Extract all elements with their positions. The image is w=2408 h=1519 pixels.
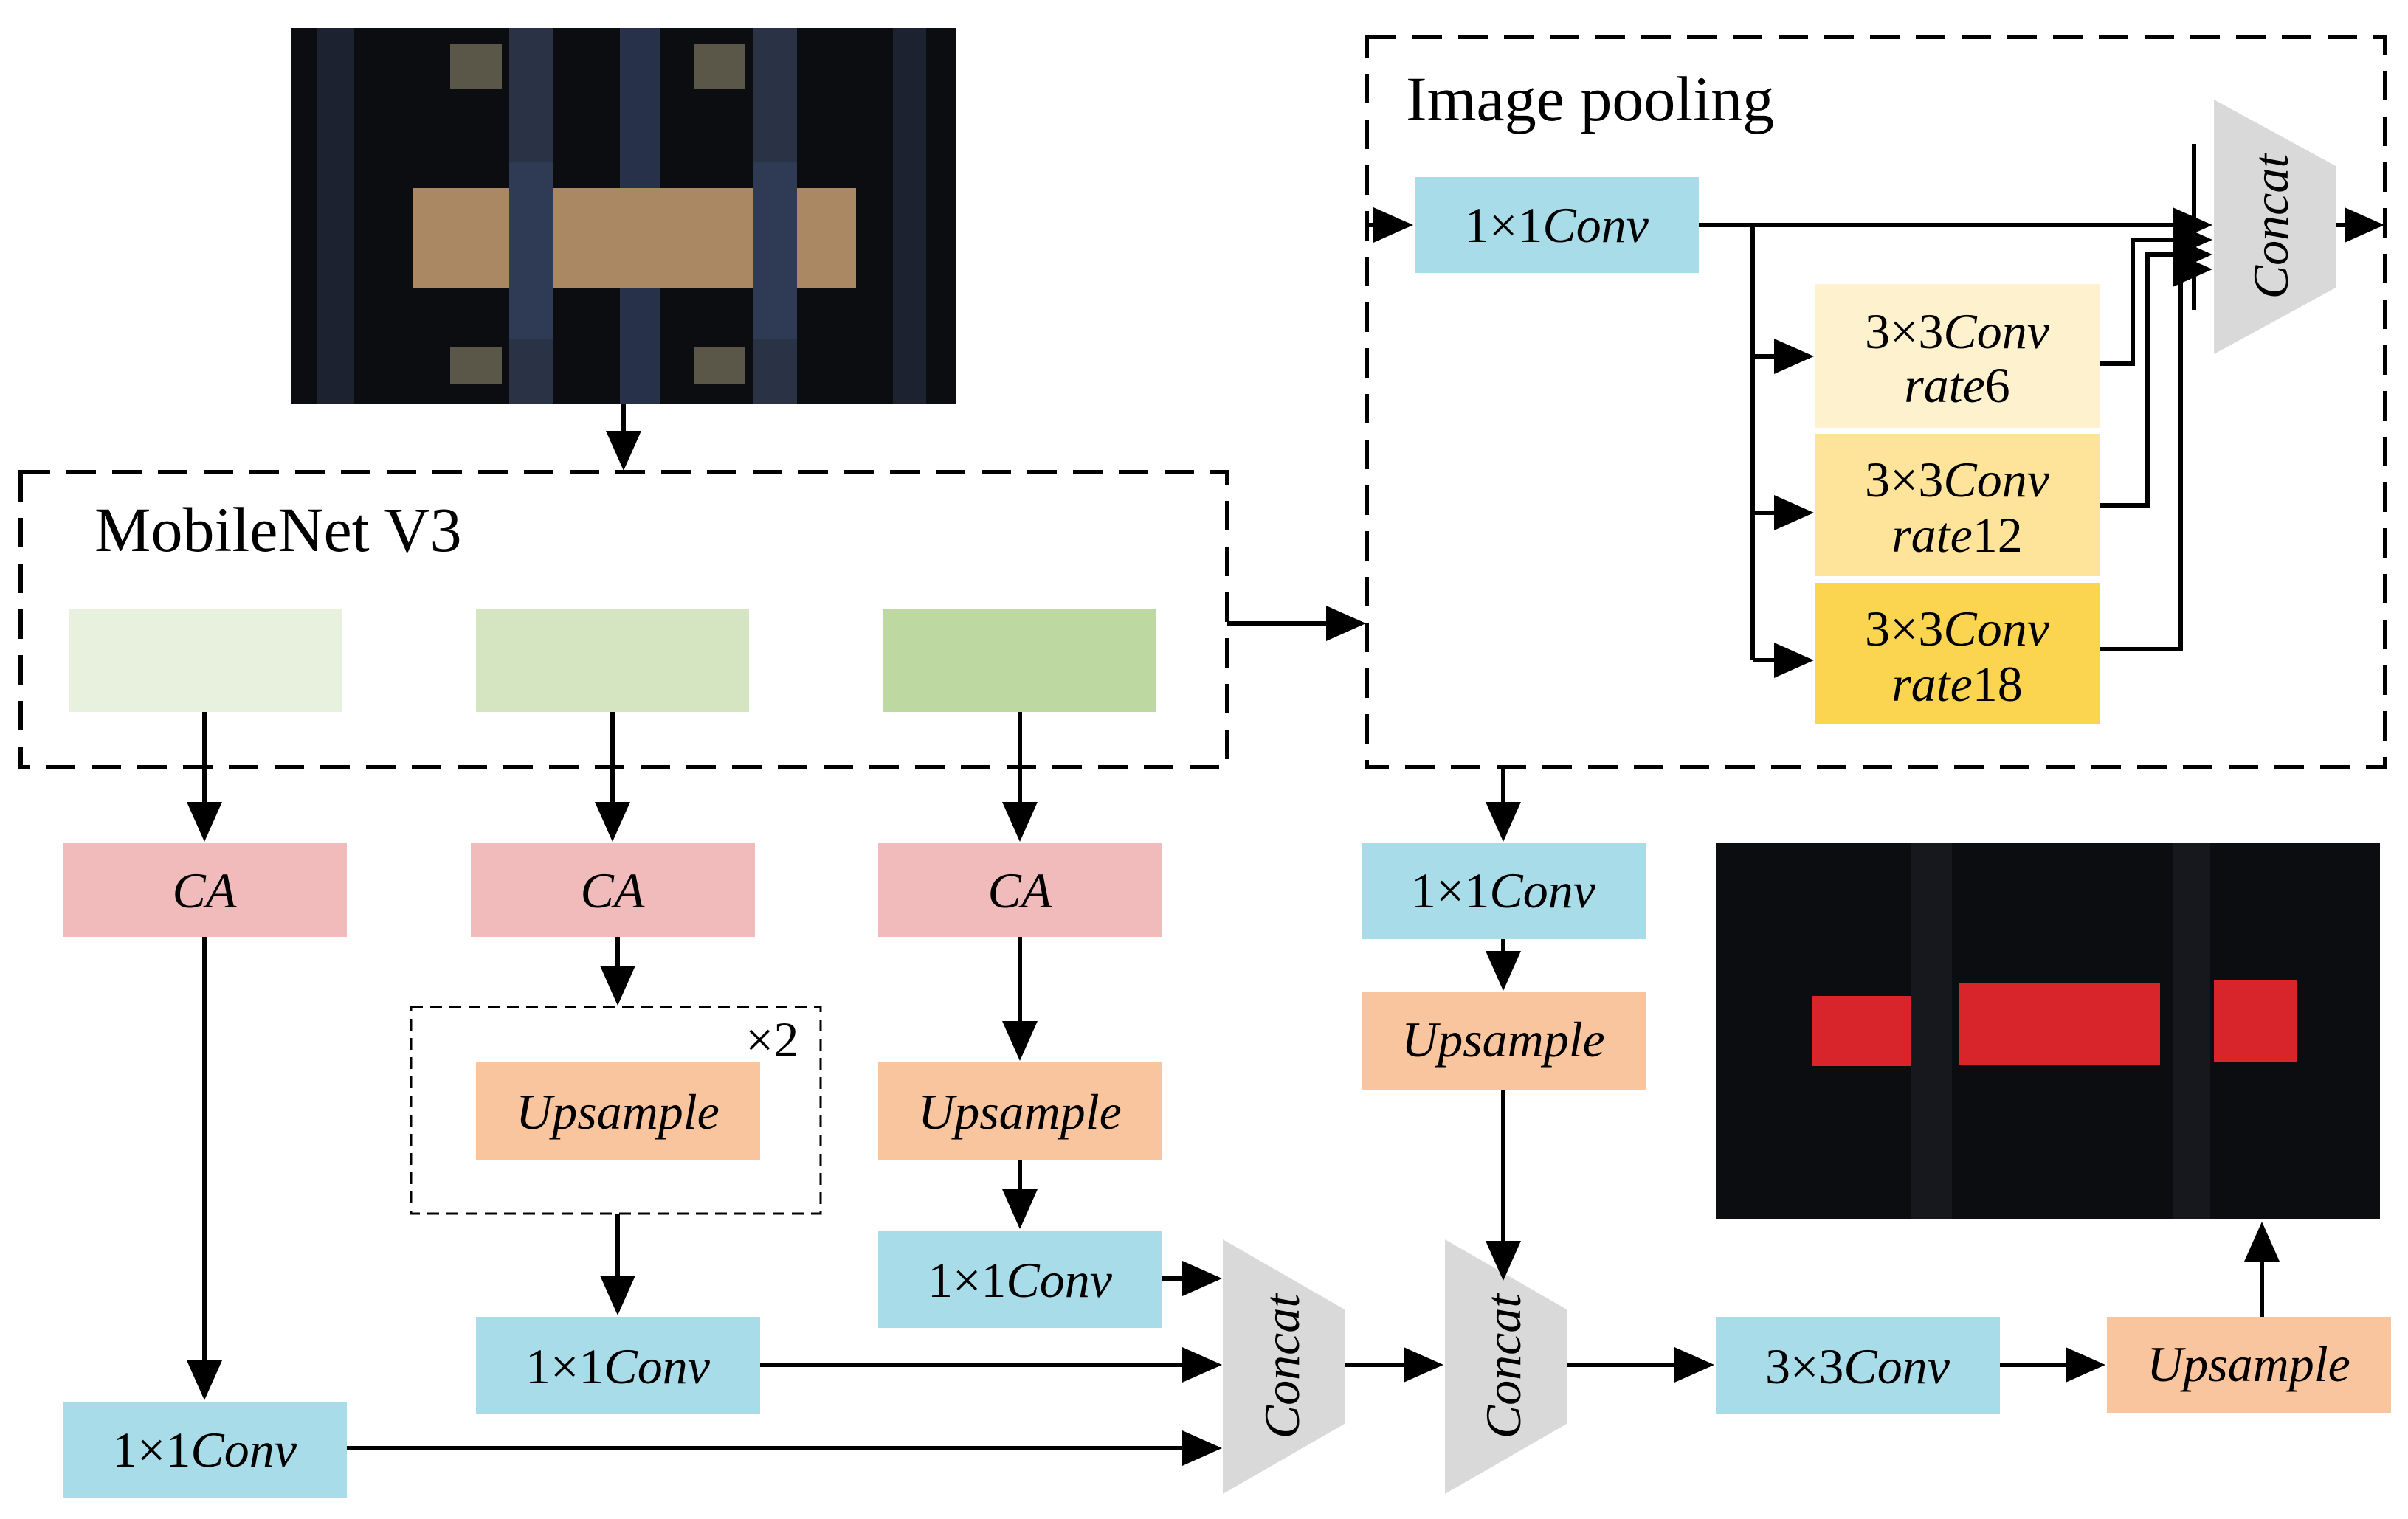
- conv1x1-aspp-branch: 1×1Conv: [1415, 177, 1699, 273]
- feature-map-shallow: [69, 609, 342, 712]
- svg-text:Upsample: Upsample: [516, 1084, 720, 1140]
- mobilenet-v3-group: [18, 470, 1229, 769]
- svg-text:1×1Conv: 1×1Conv: [1464, 197, 1649, 253]
- upsample-block-middle: Upsample: [476, 1062, 760, 1160]
- svg-text:rate18: rate18: [1891, 656, 2023, 712]
- upsample-block-final: Upsample: [2107, 1317, 2391, 1413]
- conv1x1-middle: 1×1Conv: [476, 1317, 760, 1414]
- image-pooling-title: Image pooling: [1406, 63, 1774, 134]
- conv1x1-deep: 1×1Conv: [878, 1231, 1162, 1328]
- mask-region-right: [2214, 980, 2297, 1062]
- input-image: [291, 28, 956, 404]
- mask-region-center: [1959, 983, 2160, 1065]
- ca-block-2: CA: [471, 843, 755, 937]
- svg-text:rate6: rate6: [1904, 357, 2010, 413]
- concat-decoder-high: Concat: [1445, 1239, 1567, 1494]
- svg-text:CA: CA: [173, 862, 237, 918]
- segmentation-output-image: [1716, 843, 2380, 1219]
- conv3x3-decoder: 3×3Conv: [1716, 1317, 2000, 1414]
- svg-text:CA: CA: [581, 862, 645, 918]
- conv1x1-shallow: 1×1Conv: [63, 1402, 347, 1498]
- svg-text:3×3Conv: 3×3Conv: [1765, 1338, 1950, 1394]
- svg-text:1×1Conv: 1×1Conv: [928, 1252, 1113, 1308]
- concat-decoder-low: Concat: [1223, 1239, 1345, 1494]
- ca-block-1: CA: [63, 843, 347, 937]
- svg-text:Upsample: Upsample: [1401, 1011, 1605, 1068]
- svg-text:Upsample: Upsample: [918, 1084, 1122, 1140]
- svg-text:Concat: Concat: [1475, 1293, 1531, 1439]
- upsample-block-deep: Upsample: [878, 1062, 1162, 1160]
- svg-text:CA: CA: [988, 862, 1052, 918]
- svg-text:3×3Conv: 3×3Conv: [1865, 451, 2050, 508]
- conv1x1-aspp-output: 1×1Conv: [1362, 843, 1646, 939]
- feature-map-deep: [883, 609, 1156, 712]
- edges: [187, 144, 2384, 1466]
- upsample-repeat-label: ×2: [745, 1011, 798, 1068]
- svg-text:rate12: rate12: [1891, 507, 2023, 563]
- atrous-conv-rate18: 3×3Conv rate18: [1815, 583, 2100, 724]
- atrous-conv-rate6: 3×3Conv rate6: [1815, 284, 2100, 428]
- svg-text:1×1Conv: 1×1Conv: [1411, 862, 1596, 918]
- svg-text:3×3Conv: 3×3Conv: [1865, 601, 2050, 657]
- svg-text:Concat: Concat: [1254, 1293, 1310, 1439]
- atrous-conv-rate12: 3×3Conv rate12: [1815, 434, 2100, 576]
- mobilenet-v3-title: MobileNet V3: [94, 494, 462, 565]
- ca-block-3: CA: [878, 843, 1162, 937]
- svg-text:3×3Conv: 3×3Conv: [1865, 303, 2050, 359]
- mask-region-left: [1812, 996, 1911, 1066]
- concat-aspp: Concat: [2214, 100, 2336, 354]
- svg-text:1×1Conv: 1×1Conv: [112, 1422, 297, 1478]
- svg-text:1×1Conv: 1×1Conv: [525, 1338, 711, 1394]
- feature-map-middle: [476, 609, 749, 712]
- image-pooling-group: [1365, 35, 2387, 769]
- svg-text:Upsample: Upsample: [2147, 1336, 2350, 1392]
- svg-text:Concat: Concat: [2243, 153, 2299, 300]
- upsample-block-aspp: Upsample: [1362, 992, 1646, 1090]
